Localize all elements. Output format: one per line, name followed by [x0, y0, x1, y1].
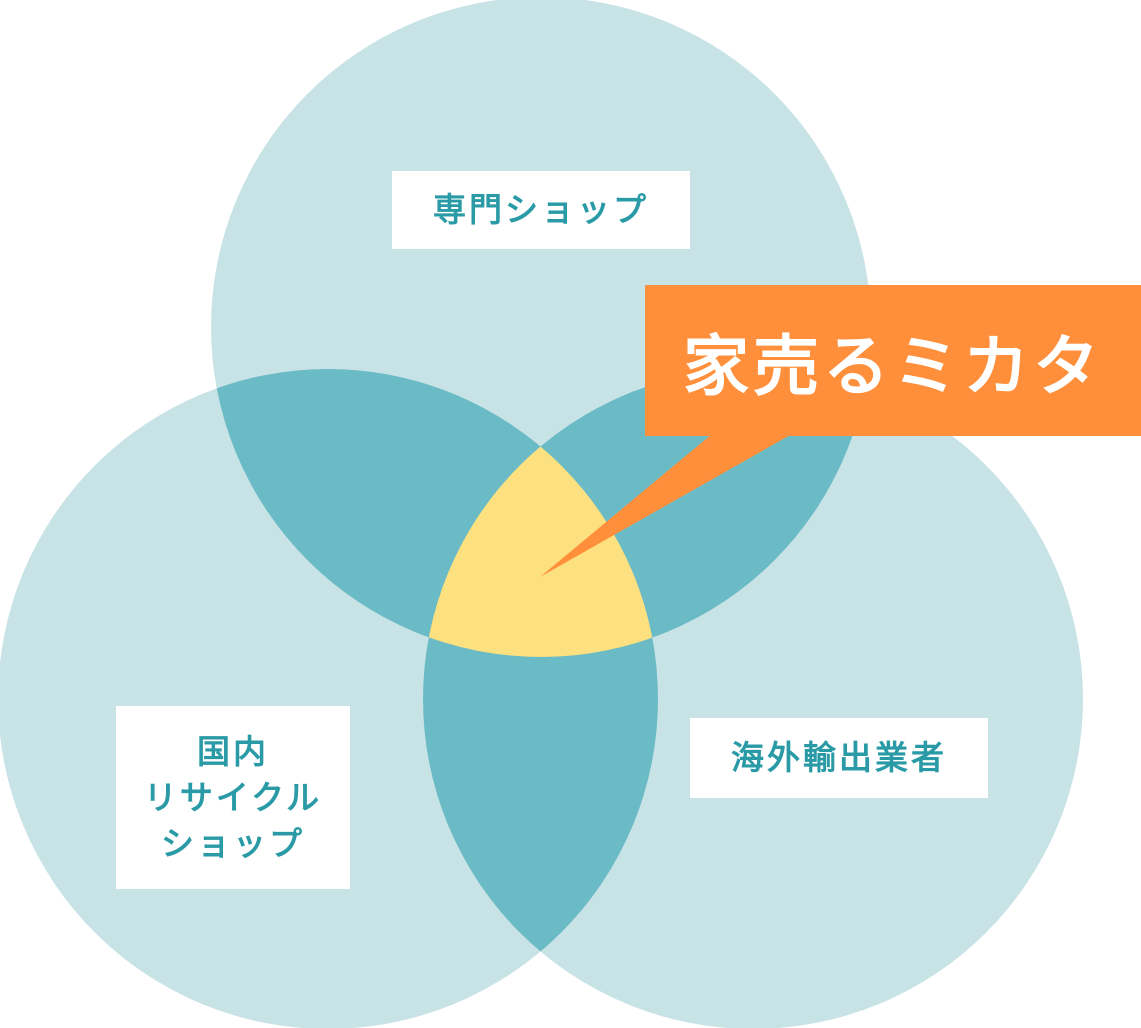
label-overseas-exporter-text: 海外輸出業者 — [731, 738, 947, 777]
label-domestic-recycle-shop: 国内 リサイクル ショップ — [116, 706, 350, 889]
callout-box: 家売るミカタ — [645, 285, 1141, 436]
label-specialty-shop-text: 専門ショップ — [433, 190, 649, 229]
callout-text: 家売るミカタ — [683, 327, 1103, 405]
label-specialty-shop: 専門ショップ — [392, 171, 690, 249]
label-domestic-line-2: リサイクル — [143, 777, 323, 817]
label-domestic-line-1: 国内 — [197, 731, 269, 771]
label-overseas-exporter: 海外輸出業者 — [690, 718, 988, 798]
overlap-center — [423, 369, 658, 657]
label-domestic-line-3: ショップ — [161, 823, 305, 863]
callout-pointer — [540, 434, 792, 577]
